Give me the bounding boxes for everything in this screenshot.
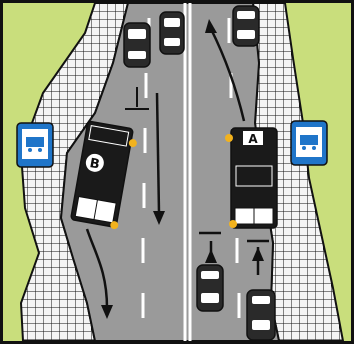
bus-a: A <box>225 128 277 228</box>
bus-a-indicator-top <box>225 134 233 142</box>
road-scene: A B <box>3 3 351 341</box>
car-top-center <box>160 12 184 54</box>
car-bottom-right <box>247 290 275 340</box>
bus-a-indicator-bottom <box>229 220 237 228</box>
bus-stop-sign-left <box>17 123 53 167</box>
bus-stop-sign-right <box>291 121 327 165</box>
car-bottom-center <box>197 265 223 311</box>
car-top-left <box>124 23 150 67</box>
bus-a-label: A <box>248 132 258 146</box>
car-top-right <box>233 6 259 46</box>
